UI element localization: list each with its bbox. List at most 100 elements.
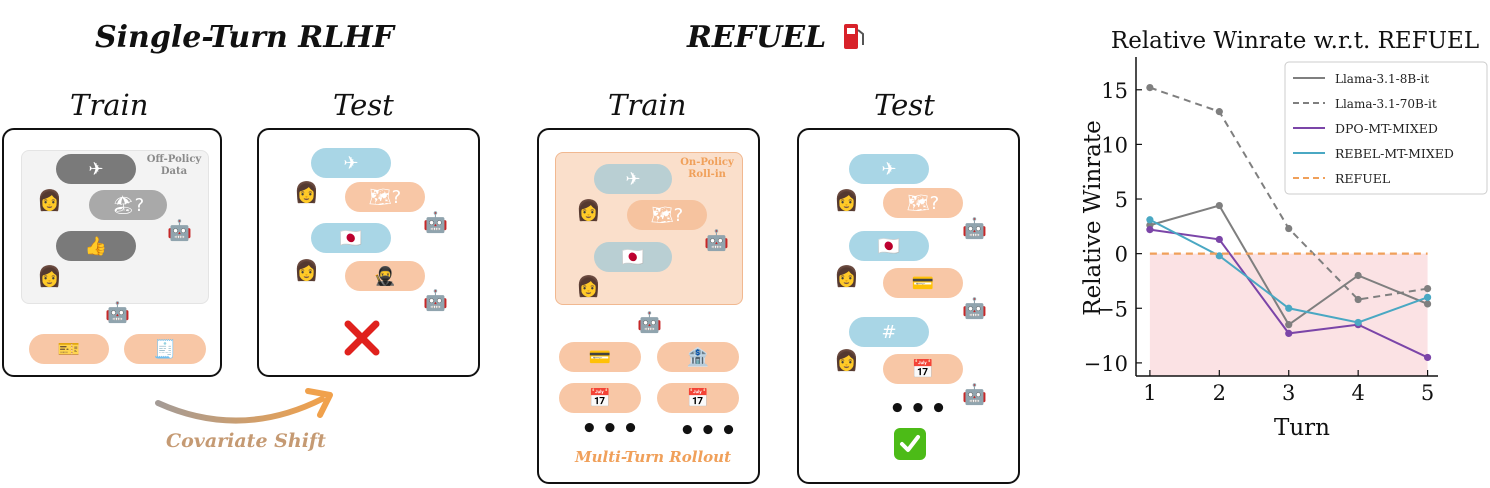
series-point bbox=[1354, 318, 1362, 327]
prompt-bubble-plane: ✈ bbox=[849, 154, 929, 184]
prompt-bubble-thumbsup: 👍 bbox=[56, 231, 136, 261]
y-tick-label: 0 bbox=[1115, 243, 1128, 267]
offpolicy-label: Off-Policy Data bbox=[146, 154, 202, 177]
series-point bbox=[1146, 216, 1154, 224]
series-point bbox=[1423, 285, 1432, 293]
y-tick-label: −5 bbox=[1097, 297, 1128, 321]
left-test-panel: ✈ 👩 🗺? 🤖 🇯🇵 👩 🥷 🤖 bbox=[257, 128, 480, 377]
legend-box bbox=[1284, 61, 1488, 195]
train-label-left: Train bbox=[70, 88, 149, 122]
user-avatar-icon: 👩 bbox=[576, 198, 601, 222]
ellipsis-dots: ••• bbox=[581, 414, 643, 444]
series-point bbox=[1285, 304, 1293, 312]
user-avatar-icon: 👩 bbox=[37, 188, 62, 212]
check-mark-icon bbox=[894, 428, 926, 460]
user-avatar-icon: 👩 bbox=[294, 180, 319, 204]
prompt-bubble-japan: 🇯🇵 bbox=[594, 242, 672, 272]
single-turn-title: Single-Turn RLHF bbox=[95, 20, 394, 55]
rollout-bubble-card: 💳 bbox=[559, 342, 641, 372]
left-train-panel: Off-Policy Data ✈ 👩 🏖? 🤖 👍 👩 🤖 🎫 🧾 bbox=[2, 128, 222, 377]
series-point bbox=[1354, 271, 1362, 280]
user-avatar-icon: 👩 bbox=[834, 264, 859, 288]
covariate-shift-arrow bbox=[155, 388, 333, 424]
robot-avatar-icon: 🤖 bbox=[423, 288, 448, 312]
rollout-bubble-bank: 🏦 bbox=[657, 342, 739, 372]
robot-avatar-icon: 🤖 bbox=[962, 216, 987, 240]
prompt-bubble-plane: ✈ bbox=[594, 164, 672, 194]
robot-avatar-icon: 🤖 bbox=[423, 210, 448, 234]
test-label-left: Test bbox=[333, 88, 394, 122]
user-avatar-icon: 👩 bbox=[834, 188, 859, 212]
legend-label: DPO-MT-MIXED bbox=[1335, 121, 1438, 136]
series-point bbox=[1285, 224, 1293, 233]
response-bubble-beach: 🏖? bbox=[89, 190, 167, 220]
user-avatar-icon: 👩 bbox=[294, 258, 319, 282]
train-label-mid: Train bbox=[608, 88, 687, 122]
response-bubble-map: 🗺? bbox=[345, 182, 425, 212]
series-point bbox=[1423, 300, 1432, 308]
multi-turn-rollout-label: Multi-Turn Rollout bbox=[575, 448, 732, 466]
negative-region-shade bbox=[1149, 253, 1428, 376]
user-avatar-icon: 👩 bbox=[576, 274, 601, 298]
rollout-bubble-calendar: 📅 bbox=[559, 383, 641, 413]
series-point bbox=[1215, 252, 1223, 260]
test-label-mid: Test bbox=[874, 88, 935, 122]
series-point bbox=[1423, 293, 1432, 301]
series-point bbox=[1285, 329, 1293, 337]
response-bubble-ticket: 🎫 bbox=[29, 334, 109, 364]
refuel-title: REFUEL bbox=[687, 20, 867, 55]
legend-label: Llama-3.1-8B-it bbox=[1335, 72, 1429, 86]
y-tick-label: 15 bbox=[1101, 79, 1128, 103]
prompt-bubble-japan: 🇯🇵 bbox=[311, 223, 391, 253]
robot-avatar-icon: 🤖 bbox=[167, 218, 192, 242]
fuel-pump-icon bbox=[843, 24, 864, 49]
response-bubble-map: 🗺? bbox=[883, 188, 963, 218]
robot-avatar-icon: 🤖 bbox=[962, 382, 987, 406]
legend-label: REFUEL bbox=[1335, 171, 1390, 186]
chart-title: Relative Winrate w.r.t. REFUEL bbox=[1111, 28, 1479, 54]
x-tick-label: 1 bbox=[1143, 381, 1156, 405]
chart-legend: Llama-3.1-8B-itLlama-3.1-70B-itDPO-MT-MI… bbox=[1284, 61, 1488, 195]
prompt-bubble-japan: 🇯🇵 bbox=[849, 231, 929, 261]
prompt-bubble-plane: ✈ bbox=[56, 154, 136, 184]
series-point bbox=[1285, 321, 1293, 329]
robot-avatar-icon: 🤖 bbox=[637, 310, 662, 334]
series-point bbox=[1215, 235, 1223, 244]
x-axis-label: Turn bbox=[1274, 415, 1330, 441]
y-tick-label: −10 bbox=[1084, 352, 1128, 376]
onpolicy-label: On-Policy Roll-in bbox=[680, 157, 734, 180]
ellipsis-dots: ••• bbox=[679, 416, 741, 446]
legend-label: Llama-3.1-70B-it bbox=[1335, 97, 1437, 111]
series-point bbox=[1423, 353, 1432, 362]
response-bubble-card: 💳 bbox=[883, 268, 963, 298]
legend-label: REBEL-MT-MIXED bbox=[1335, 146, 1454, 161]
response-bubble-ninja: 🥷 bbox=[345, 261, 425, 291]
cross-mark-icon bbox=[344, 320, 380, 356]
series-point bbox=[1146, 226, 1154, 234]
covariate-shift-label: Covariate Shift bbox=[166, 430, 326, 452]
winrate-chart: Relative Winrate w.r.t. REFUEL 151050−5−… bbox=[1080, 28, 1488, 441]
prompt-bubble-plane: ✈ bbox=[311, 148, 391, 178]
ellipsis-dots: ••• bbox=[889, 394, 951, 424]
y-tick-label: 5 bbox=[1115, 188, 1128, 212]
robot-avatar-icon: 🤖 bbox=[704, 228, 729, 252]
response-bubble-map: 🗺? bbox=[627, 200, 707, 230]
x-tick-label: 5 bbox=[1421, 381, 1434, 405]
robot-avatar-icon: 🤖 bbox=[105, 300, 130, 324]
robot-avatar-icon: 🤖 bbox=[962, 296, 987, 320]
x-tick-label: 3 bbox=[1282, 381, 1295, 405]
series-point bbox=[1215, 108, 1223, 116]
x-tick-label: 2 bbox=[1213, 381, 1226, 405]
mid-test-panel: ✈ 👩 🗺? 🤖 🇯🇵 👩 💳 🤖 # 👩 📅 🤖 ••• bbox=[797, 128, 1020, 484]
series-point bbox=[1354, 295, 1362, 304]
user-avatar-icon: 👩 bbox=[37, 264, 62, 288]
mid-train-panel: On-Policy Roll-in ✈ 👩 🗺? 🤖 🇯🇵 👩 🤖 💳 🏦 📅 … bbox=[537, 128, 760, 484]
rollout-bubble-calendar: 📅 bbox=[657, 383, 739, 413]
response-bubble-calendar: 📅 bbox=[883, 354, 963, 384]
prompt-bubble-hash: # bbox=[849, 317, 929, 347]
response-bubble-receipt: 🧾 bbox=[124, 334, 206, 364]
series-point bbox=[1146, 83, 1154, 92]
y-tick-label: 10 bbox=[1101, 133, 1128, 157]
user-avatar-icon: 👩 bbox=[834, 348, 859, 372]
